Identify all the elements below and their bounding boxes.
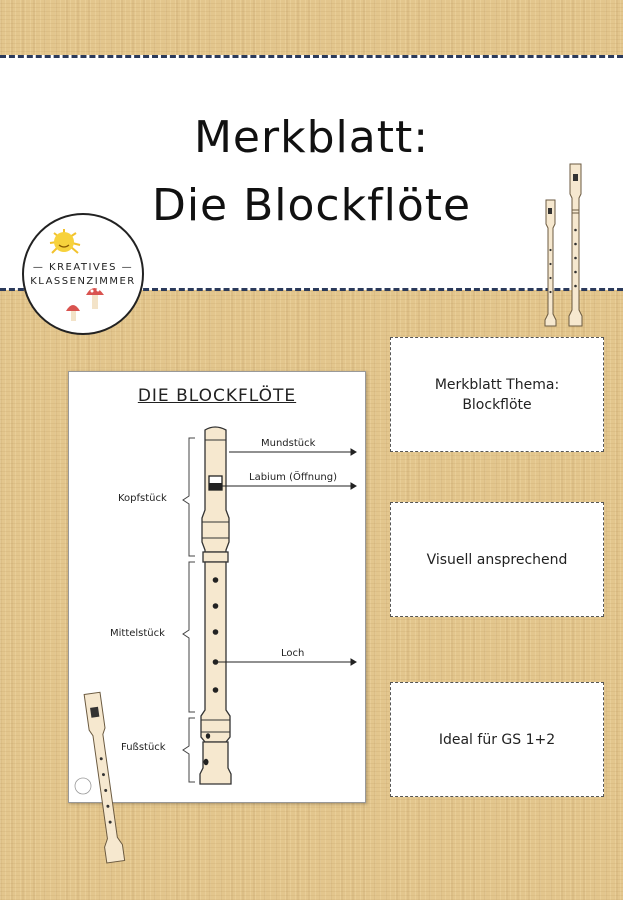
label-mittelstueck: Mittelstück (110, 628, 165, 639)
logo-text-line-1: — KREATIVES — (32, 262, 134, 273)
info-card-grade: Ideal für GS 1+2 (390, 682, 604, 797)
label-loch: Loch (281, 648, 305, 659)
info-card-visual: Visuell ansprechend (390, 502, 604, 617)
page-title-line-1: Merkblatt: (193, 112, 430, 163)
bottom-dashed-line (0, 288, 623, 291)
logo-text-line-2: KLASSENZIMMER (30, 276, 136, 287)
label-labium: Labium (Öffnung) (249, 472, 338, 483)
poster-preview: DIE BLOCKFLÖTE (68, 371, 366, 803)
recorder-decoration-icon (83, 691, 126, 864)
label-kopfstueck: Kopfstück (118, 493, 167, 504)
label-mundstueck: Mundstück (261, 438, 316, 449)
label-fussstueck: Fußstück (121, 742, 166, 753)
brand-logo: — KREATIVES — KLASSENZIMMER (22, 213, 144, 335)
poster-title: DIE BLOCKFLÖTE (137, 386, 297, 406)
info-card-topic-text: Merkblatt Thema: Blockflöte (434, 376, 560, 413)
recorder-diagram-icon (74, 426, 357, 795)
page-title-line-2: Die Blockflöte (151, 180, 472, 231)
top-dashed-line (0, 55, 623, 58)
info-card-grade-text: Ideal für GS 1+2 (438, 731, 556, 748)
recorders-decoration-icon (544, 163, 583, 327)
sun-mushroom-logo-icon (49, 229, 104, 321)
info-card-topic: Merkblatt Thema: Blockflöte (390, 337, 604, 452)
info-card-visual-text: Visuell ansprechend (426, 551, 568, 568)
